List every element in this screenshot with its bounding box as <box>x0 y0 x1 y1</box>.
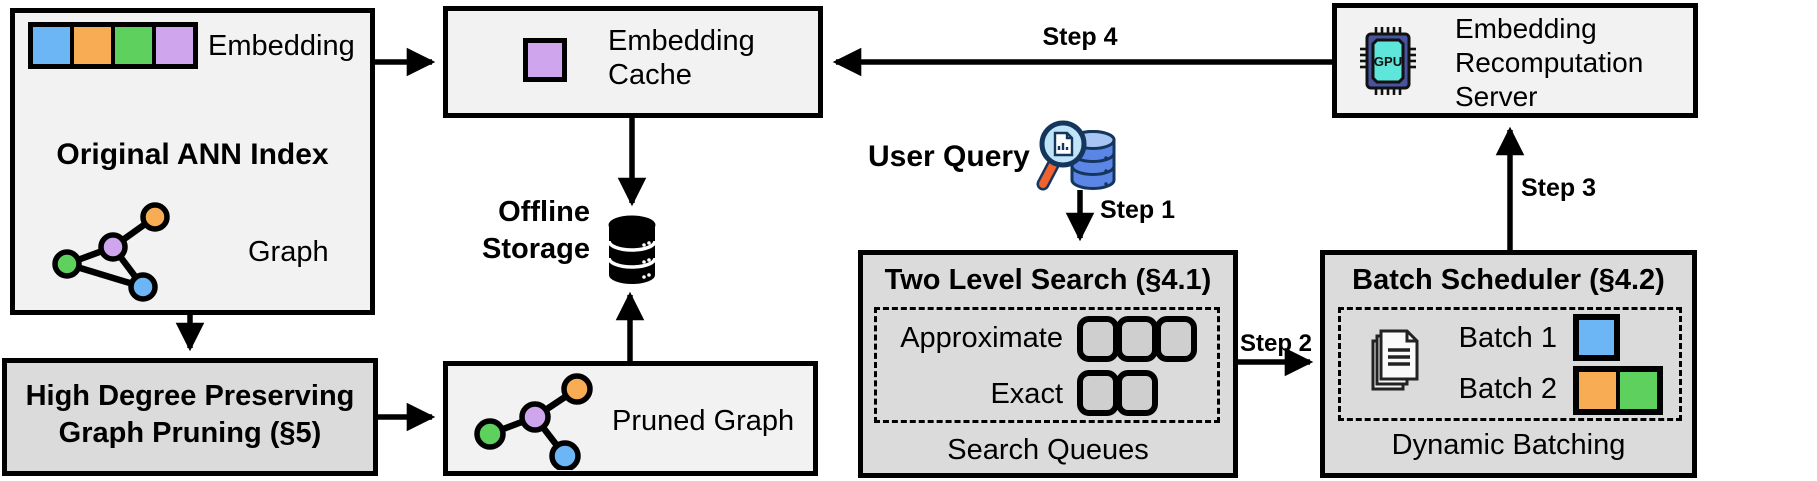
embedding-cache-label: Embedding Cache <box>608 25 755 91</box>
database-icon <box>607 215 657 284</box>
dynamic-batching-label: Dynamic Batching <box>1391 429 1626 461</box>
batch2-square-orange <box>1579 372 1616 409</box>
offline-storage-label: Offline Storage <box>482 196 590 265</box>
recomputation-server-box: GPU Embedding Recomputation Server <box>1332 3 1698 118</box>
dynamic-batching-dashed-box <box>1338 307 1682 421</box>
query-search-icon <box>1036 120 1116 191</box>
original-ann-index-box: Embedding Original ANN Index Graph <box>10 8 375 315</box>
queue-slot <box>1116 370 1158 416</box>
graph-label: Graph <box>248 236 329 268</box>
gpu-icon-label: GPU <box>1374 54 1402 69</box>
pruned-graph-label: Pruned Graph <box>612 405 795 437</box>
user-query-label: User Query <box>868 140 1030 173</box>
batch-scheduler-box: Batch Scheduler (§4.2) Batch 1 Batch 2 D… <box>1320 250 1697 478</box>
embedding-cell-green <box>115 27 152 64</box>
step4-label: Step 4 <box>1042 23 1118 51</box>
embedding-label: Embedding <box>208 30 355 62</box>
search-queues-dashed-box <box>874 307 1220 423</box>
graph-pruning-box: High Degree Preserving Graph Pruning (§5… <box>2 358 378 476</box>
embedding-cell-orange <box>74 27 111 64</box>
queue-slot <box>1077 316 1119 362</box>
ann-index-title: Original ANN Index <box>56 138 329 171</box>
embedding-cache-box: Embedding Cache <box>443 6 823 118</box>
queue-slot <box>1155 316 1197 362</box>
pruned-graph-box: Pruned Graph <box>443 361 818 476</box>
batch1-square <box>1573 314 1620 361</box>
batch1-label: Batch 1 <box>1458 322 1557 354</box>
batch-scheduler-title: Batch Scheduler (§4.2) <box>1352 264 1665 296</box>
graph-icon <box>52 202 170 302</box>
step3-label: Step 3 <box>1521 174 1597 202</box>
queue-slot <box>1116 316 1158 362</box>
graph-pruning-title: High Degree Preserving Graph Pruning (§5… <box>25 380 355 449</box>
batch2-square-green <box>1620 372 1657 409</box>
step2-label: Step 2 <box>1239 330 1313 357</box>
gpu-icon: GPU <box>1360 27 1416 95</box>
two-level-search-box: Two Level Search (§4.1) Approximate Exac… <box>858 250 1238 478</box>
recomputation-server-label: Embedding Recomputation Server <box>1455 13 1644 112</box>
step1-label: Step 1 <box>1100 196 1176 224</box>
pruned-graph-icon <box>474 373 593 470</box>
approximate-label: Approximate <box>900 322 1063 354</box>
embedding-vector-icon <box>28 22 198 69</box>
documents-icon <box>1371 329 1419 391</box>
exact-queue-slots <box>1077 370 1158 416</box>
cached-embedding-icon <box>523 38 567 82</box>
search-queues-label: Search Queues <box>947 434 1149 466</box>
two-level-search-title: Two Level Search (§4.1) <box>884 264 1212 296</box>
embedding-cell-blue <box>33 27 70 64</box>
queue-slot <box>1077 370 1119 416</box>
exact-label: Exact <box>990 378 1063 410</box>
approximate-queue-slots <box>1077 316 1197 362</box>
batch2-squares <box>1573 366 1663 415</box>
batch2-label: Batch 2 <box>1458 373 1557 405</box>
embedding-cell-purple <box>156 27 193 64</box>
